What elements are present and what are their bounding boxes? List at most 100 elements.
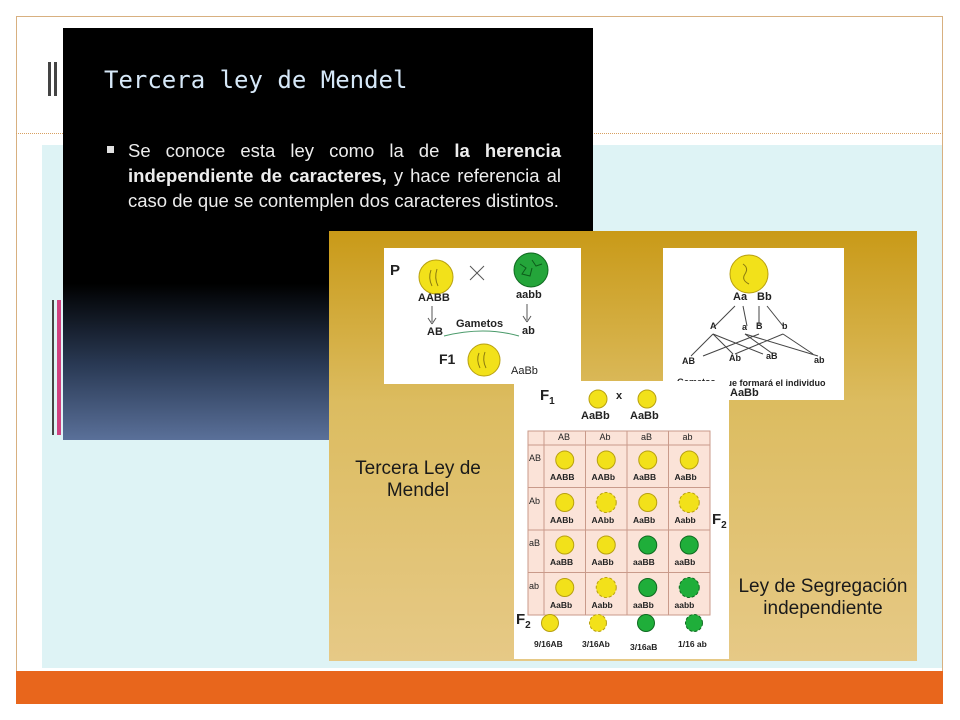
yellow-pea-icon bbox=[729, 254, 769, 294]
allele-label: A bbox=[710, 321, 717, 331]
punnett-peas bbox=[555, 450, 700, 598]
yellow-pea-icon bbox=[588, 389, 608, 409]
gametes-footer-genotype: AaBb bbox=[730, 387, 759, 399]
row-header: Ab bbox=[529, 495, 541, 506]
ratio-pea-icon bbox=[541, 614, 559, 632]
cell-genotype: AaBb bbox=[633, 514, 656, 525]
bullet-text-bold: la herencia independiente de caracteres, bbox=[128, 140, 561, 186]
bullet-text-part: y hace referencia al caso de que se cont… bbox=[128, 165, 561, 211]
decor-stripe bbox=[54, 62, 57, 96]
ratio-pea-icon bbox=[589, 614, 607, 632]
green-pea-icon bbox=[679, 535, 699, 555]
decor-stripe bbox=[57, 300, 61, 435]
yellow-pea-icon bbox=[555, 450, 575, 470]
yellow-pea-icon bbox=[638, 493, 658, 512]
ratio-label: 1/16 ab bbox=[678, 639, 707, 649]
green-pea-icon bbox=[638, 535, 658, 555]
f-subscript: 1 bbox=[549, 396, 555, 407]
row-header: ab bbox=[529, 580, 540, 591]
gamete-link bbox=[443, 330, 520, 337]
decor-stripe bbox=[48, 62, 51, 96]
yellow-pea-icon bbox=[555, 535, 575, 555]
allele-label: b bbox=[782, 321, 788, 331]
parental-cross-card: P AABB aabb AB ab Gametos F1 AaBb bbox=[384, 248, 581, 384]
gamete-combo: aB bbox=[766, 351, 778, 361]
cell-genotype: Aabb bbox=[674, 514, 696, 525]
cell-genotype: AABB bbox=[550, 472, 575, 482]
cell-genotype: AaBb bbox=[674, 472, 697, 482]
gamete-combo: Ab bbox=[729, 353, 741, 363]
yellow-wrinkled-pea-icon bbox=[595, 577, 617, 598]
column-header: aB bbox=[641, 432, 653, 442]
yellow-wrinkled-pea-icon bbox=[595, 492, 617, 513]
gametes-card: Aa Bb A a B b AB Ab aB ab Gametos que fo… bbox=[663, 248, 844, 400]
yellow-pea-icon bbox=[555, 493, 575, 512]
cell-genotype: AaBB bbox=[633, 472, 657, 482]
parent-allele-b: Bb bbox=[757, 291, 772, 303]
f-subscript: 2 bbox=[721, 520, 727, 531]
f1-label: F1 bbox=[439, 351, 456, 367]
ratio-label: 9/16AB bbox=[534, 639, 563, 649]
ratio-label: 3/16aB bbox=[630, 642, 658, 652]
parent2-genotype: aabb bbox=[516, 289, 542, 301]
bullet-text: Se conoce esta ley como la de la herenci… bbox=[128, 138, 561, 213]
gamete-combo: AB bbox=[682, 356, 695, 366]
punnett-f1-label: F1 bbox=[540, 387, 555, 407]
row-header: AB bbox=[529, 453, 542, 463]
column-header: Ab bbox=[599, 432, 611, 442]
right-caption: Ley de Segregación independiente bbox=[738, 576, 908, 619]
cell-genotype: aabb bbox=[674, 599, 695, 610]
ratio-label: 3/16Ab bbox=[582, 639, 610, 649]
cell-genotype: AAbb bbox=[591, 514, 615, 525]
punnett-parent2: AaBb bbox=[630, 410, 659, 422]
f1-genotype: AaBb bbox=[511, 365, 538, 377]
parental-cross-diagram bbox=[418, 252, 549, 377]
yellow-wrinkled-pea-icon bbox=[678, 492, 700, 513]
ratio-peas bbox=[541, 614, 703, 632]
parent-allele-a: Aa bbox=[733, 291, 748, 303]
allele-label: B bbox=[756, 321, 763, 331]
ratio-pea-icon bbox=[637, 614, 655, 632]
yellow-pea-icon bbox=[596, 450, 616, 470]
punnett-f2-label: F2 bbox=[516, 611, 531, 631]
gamete2-label: ab bbox=[522, 325, 535, 337]
punnett-f2-side-label: F2 bbox=[712, 511, 727, 531]
cell-genotype: AaBB bbox=[550, 557, 574, 567]
yellow-pea-icon bbox=[555, 578, 575, 597]
punnett-grid-lines bbox=[528, 431, 711, 616]
pea-detail bbox=[429, 268, 439, 287]
column-header: AB bbox=[558, 432, 571, 442]
green-pea-icon bbox=[638, 578, 658, 597]
gametes-footer-text: que formará el individuo bbox=[721, 378, 826, 388]
parent1-genotype: AABB bbox=[418, 292, 450, 304]
f-letter: F bbox=[540, 387, 550, 404]
allele-label: a bbox=[742, 322, 748, 332]
green-wrinkled-pea-icon bbox=[678, 577, 700, 598]
yellow-pea-icon bbox=[637, 389, 657, 409]
f-letter: F bbox=[712, 511, 722, 528]
yellow-pea-icon bbox=[679, 450, 699, 470]
yellow-pea-icon bbox=[638, 450, 658, 470]
cell-genotype: aaBB bbox=[633, 557, 655, 567]
ratio-pea-icon bbox=[685, 614, 703, 632]
f-letter: F bbox=[516, 611, 526, 628]
p-label: P bbox=[390, 262, 401, 279]
cell-genotype: AABb bbox=[550, 514, 574, 525]
column-header: ab bbox=[682, 432, 693, 442]
cross-x-label: x bbox=[616, 390, 623, 402]
cell-genotype: AABb bbox=[591, 472, 616, 482]
row-header: aB bbox=[529, 538, 541, 548]
yellow-pea-icon bbox=[596, 535, 616, 555]
punnett-parent1: AaBb bbox=[581, 410, 610, 422]
bullet-icon bbox=[107, 146, 114, 153]
cell-genotype: aaBb bbox=[674, 557, 696, 567]
decor-stripe bbox=[52, 300, 54, 435]
left-caption: Tercera Ley de Mendel bbox=[355, 458, 481, 501]
cell-genotype: aaBb bbox=[633, 599, 654, 610]
punnett-drawing bbox=[527, 389, 711, 632]
f-subscript: 2 bbox=[525, 620, 531, 631]
gamete-combo: ab bbox=[814, 355, 825, 365]
cell-genotype: AaBb bbox=[550, 599, 573, 610]
gametes-diagram bbox=[690, 254, 819, 357]
